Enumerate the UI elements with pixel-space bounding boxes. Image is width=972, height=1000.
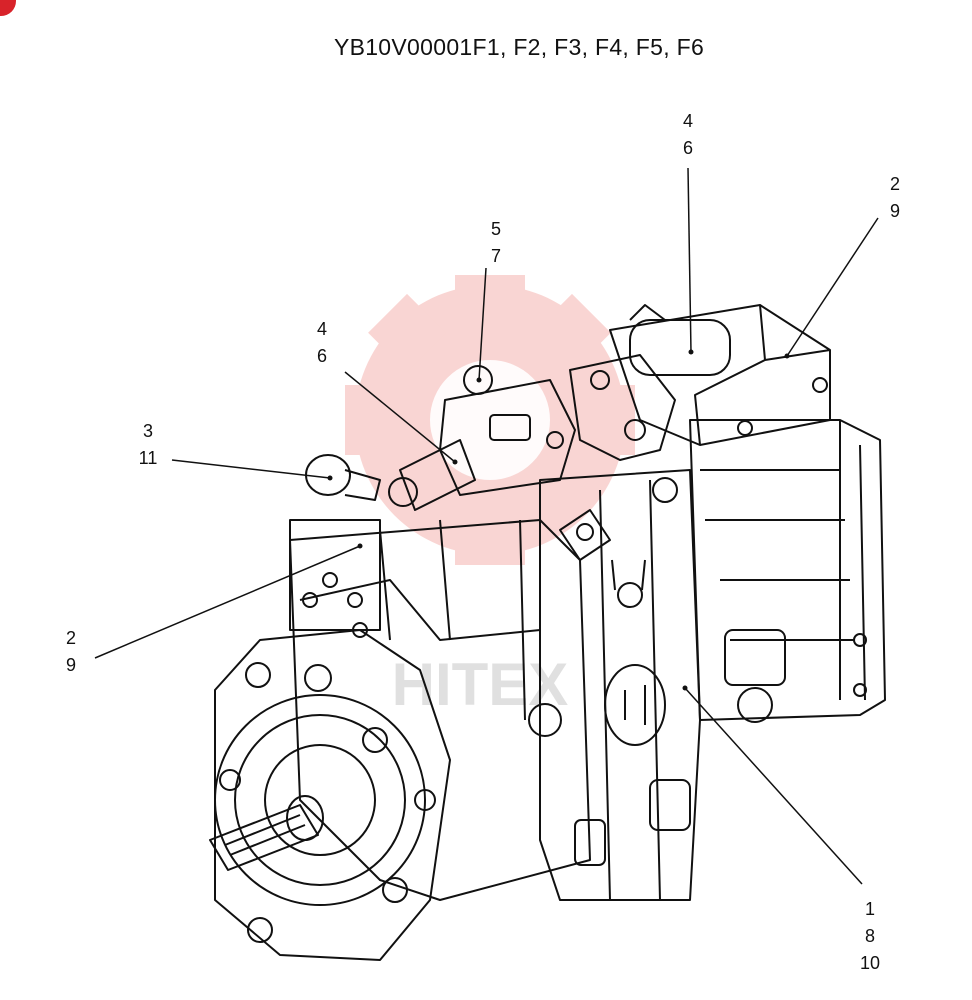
leader-bottom — [684, 687, 863, 885]
front-pump-body — [289, 519, 591, 901]
rear-housing — [689, 419, 886, 721]
leader-left311 — [171, 459, 331, 479]
leader-top — [687, 167, 692, 353]
watermark-text: HITEX — [392, 651, 569, 718]
leader-topright — [786, 217, 879, 357]
leader-left46 — [344, 371, 456, 463]
leader-mid — [478, 267, 487, 381]
diagram-title: YB10V00001F1, F2, F3, F4, F5, F6 — [333, 34, 705, 60]
drive-shaft — [209, 804, 319, 871]
leader-left29 — [94, 545, 361, 659]
center-block — [539, 469, 701, 901]
